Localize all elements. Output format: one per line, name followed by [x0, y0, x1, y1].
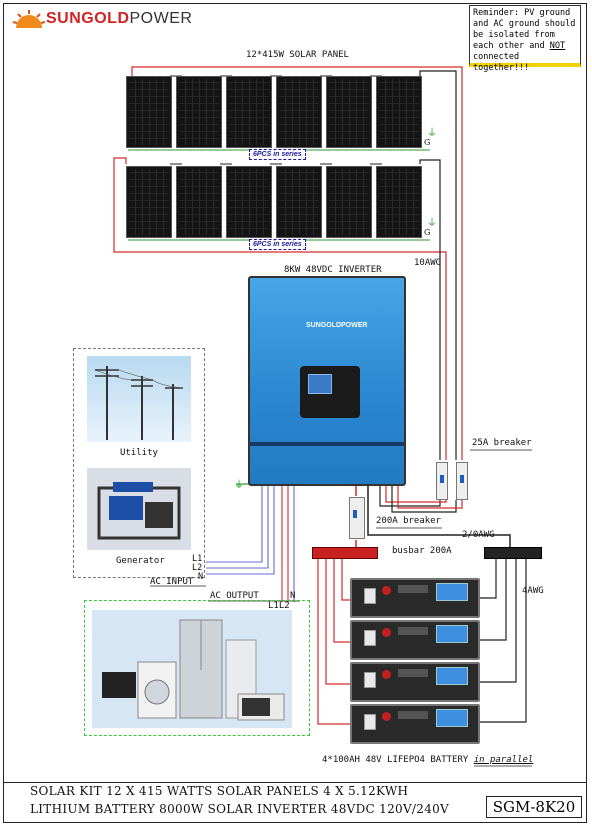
appliances-image	[92, 610, 292, 728]
positive-busbar	[312, 547, 378, 559]
battery-caption: 4*100AH 48V LIFEPO4 BATTERY in parallel	[322, 755, 534, 765]
ground-label: G	[424, 138, 431, 147]
wire-4awg-label: 4AWG	[522, 586, 544, 596]
busbar-label: busbar 200A	[392, 546, 452, 556]
footer-line1: SOLAR KIT 12 X 415 WATTS SOLAR PANELS 4 …	[30, 784, 409, 798]
solar-panel	[276, 166, 322, 238]
solar-panel	[126, 166, 172, 238]
battery-module	[350, 704, 480, 744]
solar-panel	[276, 76, 322, 148]
model-number: SGM-8K20	[486, 796, 582, 818]
solar-panel	[226, 166, 272, 238]
breaker-200a-label: 200A breaker	[376, 516, 442, 526]
utility-label: Utility	[120, 448, 158, 458]
inverter-logo: SUNGOLDPOWER	[306, 322, 368, 329]
battery-module	[350, 620, 480, 660]
pv-breaker	[456, 462, 468, 500]
diagram-frame	[3, 3, 587, 823]
sun-icon	[12, 10, 46, 28]
battery-module	[350, 662, 480, 702]
footer-line2: LITHIUM BATTERY 8000W SOLAR INVERTER 48V…	[30, 802, 450, 816]
inverter-stripe	[250, 442, 404, 446]
brand-logo: SUNGOLDPOWER	[12, 8, 192, 30]
battery-module	[350, 578, 480, 618]
l1l2-output-label: L1L2	[268, 601, 290, 611]
ac-loads-box	[84, 600, 310, 736]
brand-name: SUNGOLDPOWER	[46, 10, 193, 27]
ground-icon: ⏚	[427, 128, 437, 139]
reminder-box: Reminder: PV ground and AC ground should…	[469, 5, 581, 73]
pv-breaker	[436, 462, 448, 500]
l1-label: L1	[192, 554, 203, 564]
wire-10awg-label: 10AWG	[414, 258, 442, 268]
generator-label: Generator	[116, 556, 165, 566]
inverter-display	[308, 374, 332, 394]
solar-panel	[376, 76, 422, 148]
breaker-25a-label: 25A breaker	[472, 438, 532, 448]
l2-label: L2	[192, 563, 203, 573]
ground-icon: ⏚	[234, 480, 244, 491]
series-label-bottom: 6PCS in series	[249, 239, 306, 250]
solar-panel	[376, 166, 422, 238]
solar-panel	[176, 76, 222, 148]
utility-image	[87, 356, 191, 442]
ac-input-label: AC INPUT	[150, 577, 194, 587]
solar-panel	[226, 76, 272, 148]
ground-icon: ⏚	[427, 218, 437, 229]
solar-panel-label: 12*415W SOLAR PANEL	[246, 50, 349, 60]
battery-breaker	[349, 497, 365, 539]
wire-2-0awg-label: 2/0AWG	[462, 530, 495, 540]
solar-panel	[176, 166, 222, 238]
series-label-top: 6PCS in series	[249, 149, 306, 160]
ac-output-label: AC OUTPUT	[210, 591, 259, 601]
generator-image	[87, 468, 191, 550]
inverter: SUNGOLDPOWER	[248, 276, 406, 486]
solar-panel	[326, 166, 372, 238]
solar-panel	[326, 76, 372, 148]
ground-label: G	[424, 228, 431, 237]
title-block	[3, 782, 587, 824]
negative-busbar	[484, 547, 542, 559]
n-input-label: N	[198, 572, 204, 582]
ac-input-sources-box	[73, 348, 205, 578]
solar-panel	[126, 76, 172, 148]
n-output-label: N	[290, 591, 296, 601]
inverter-label: 8KW 48VDC INVERTER	[284, 265, 382, 275]
